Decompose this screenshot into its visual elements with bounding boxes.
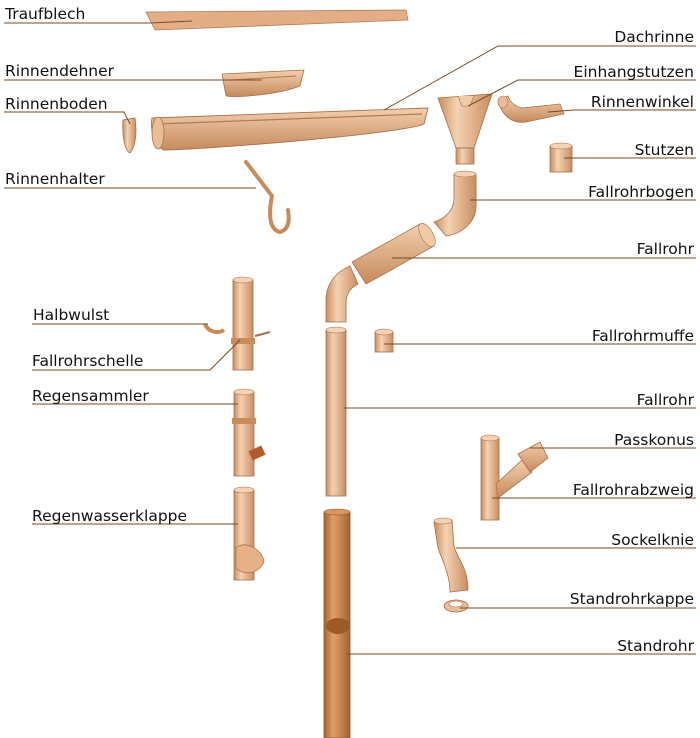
label-sockelknie: Sockelknie bbox=[611, 531, 694, 549]
rinnendehner-part bbox=[221, 69, 305, 97]
label-fallrohrschelle: Fallrohrschelle bbox=[32, 352, 144, 370]
standrohr-part bbox=[323, 508, 351, 738]
label-fallrohrabzweig: Fallrohrabzweig bbox=[572, 481, 694, 499]
fallrohr-bend-part bbox=[325, 265, 359, 323]
label-rinnenhalter: Rinnenhalter bbox=[5, 170, 105, 188]
stutzen-part bbox=[549, 142, 573, 173]
rinnenhalter-part bbox=[244, 160, 291, 235]
rinnenboden-part bbox=[122, 117, 137, 154]
leader-traufblech bbox=[4, 20, 193, 24]
label-traufblech: Traufblech bbox=[5, 5, 86, 23]
leader-dachrinne bbox=[383, 45, 696, 111]
sockelknie-part bbox=[433, 517, 469, 593]
label-stutzen: Stutzen bbox=[634, 141, 694, 159]
fallrohr-diagonal-part bbox=[351, 223, 436, 285]
regenwasserklappe-part bbox=[233, 486, 265, 581]
fallrohrschelle-part bbox=[231, 276, 271, 371]
label-rinnenboden: Rinnenboden bbox=[5, 95, 108, 113]
label-rinnendehner: Rinnendehner bbox=[5, 62, 115, 80]
halbwulst-part bbox=[203, 323, 226, 334]
label-rinnenwinkel: Rinnenwinkel bbox=[590, 93, 694, 111]
label-standrohr: Standrohr bbox=[617, 637, 694, 655]
rinnenwinkel-part bbox=[497, 95, 565, 123]
dachrinne-part bbox=[151, 107, 429, 151]
regensammler-part bbox=[232, 388, 266, 477]
leader-rinnenwinkel bbox=[547, 109, 696, 113]
traufblech-part bbox=[145, 9, 409, 31]
label-regensammler: Regensammler bbox=[32, 387, 149, 405]
label-standrohrkappe: Standrohrkappe bbox=[569, 590, 694, 608]
fallrohrabzweig-part bbox=[480, 434, 533, 521]
einhangstutzen-part bbox=[437, 93, 493, 165]
label-fallrohrmuffe: Fallrohrmuffe bbox=[591, 327, 694, 345]
leader-rinnenboden bbox=[4, 111, 131, 125]
label-regenwasserklappe: Regenwasserklappe bbox=[32, 507, 188, 525]
leader-lines bbox=[4, 20, 696, 655]
label-halbwulst: Halbwulst bbox=[33, 306, 110, 324]
label-einhangstutzen: Einhangstutzen bbox=[573, 63, 694, 81]
fallrohrbogen-part bbox=[433, 170, 477, 237]
passkonus-part bbox=[517, 441, 549, 473]
label-fallrohrbogen: Fallrohrbogen bbox=[588, 183, 694, 201]
label-fallrohr-lower: Fallrohr bbox=[636, 391, 694, 409]
standrohrkappe-part bbox=[443, 599, 469, 613]
label-fallrohr-upper: Fallrohr bbox=[636, 240, 694, 258]
leader-fallrohrschelle bbox=[32, 339, 241, 371]
label-dachrinne: Dachrinne bbox=[614, 28, 694, 46]
fallrohrmuffe-part bbox=[374, 328, 394, 353]
fallrohr-vertical-part bbox=[325, 326, 347, 497]
leader-einhangstutzen bbox=[467, 79, 696, 107]
label-passkonus: Passkonus bbox=[614, 431, 694, 449]
